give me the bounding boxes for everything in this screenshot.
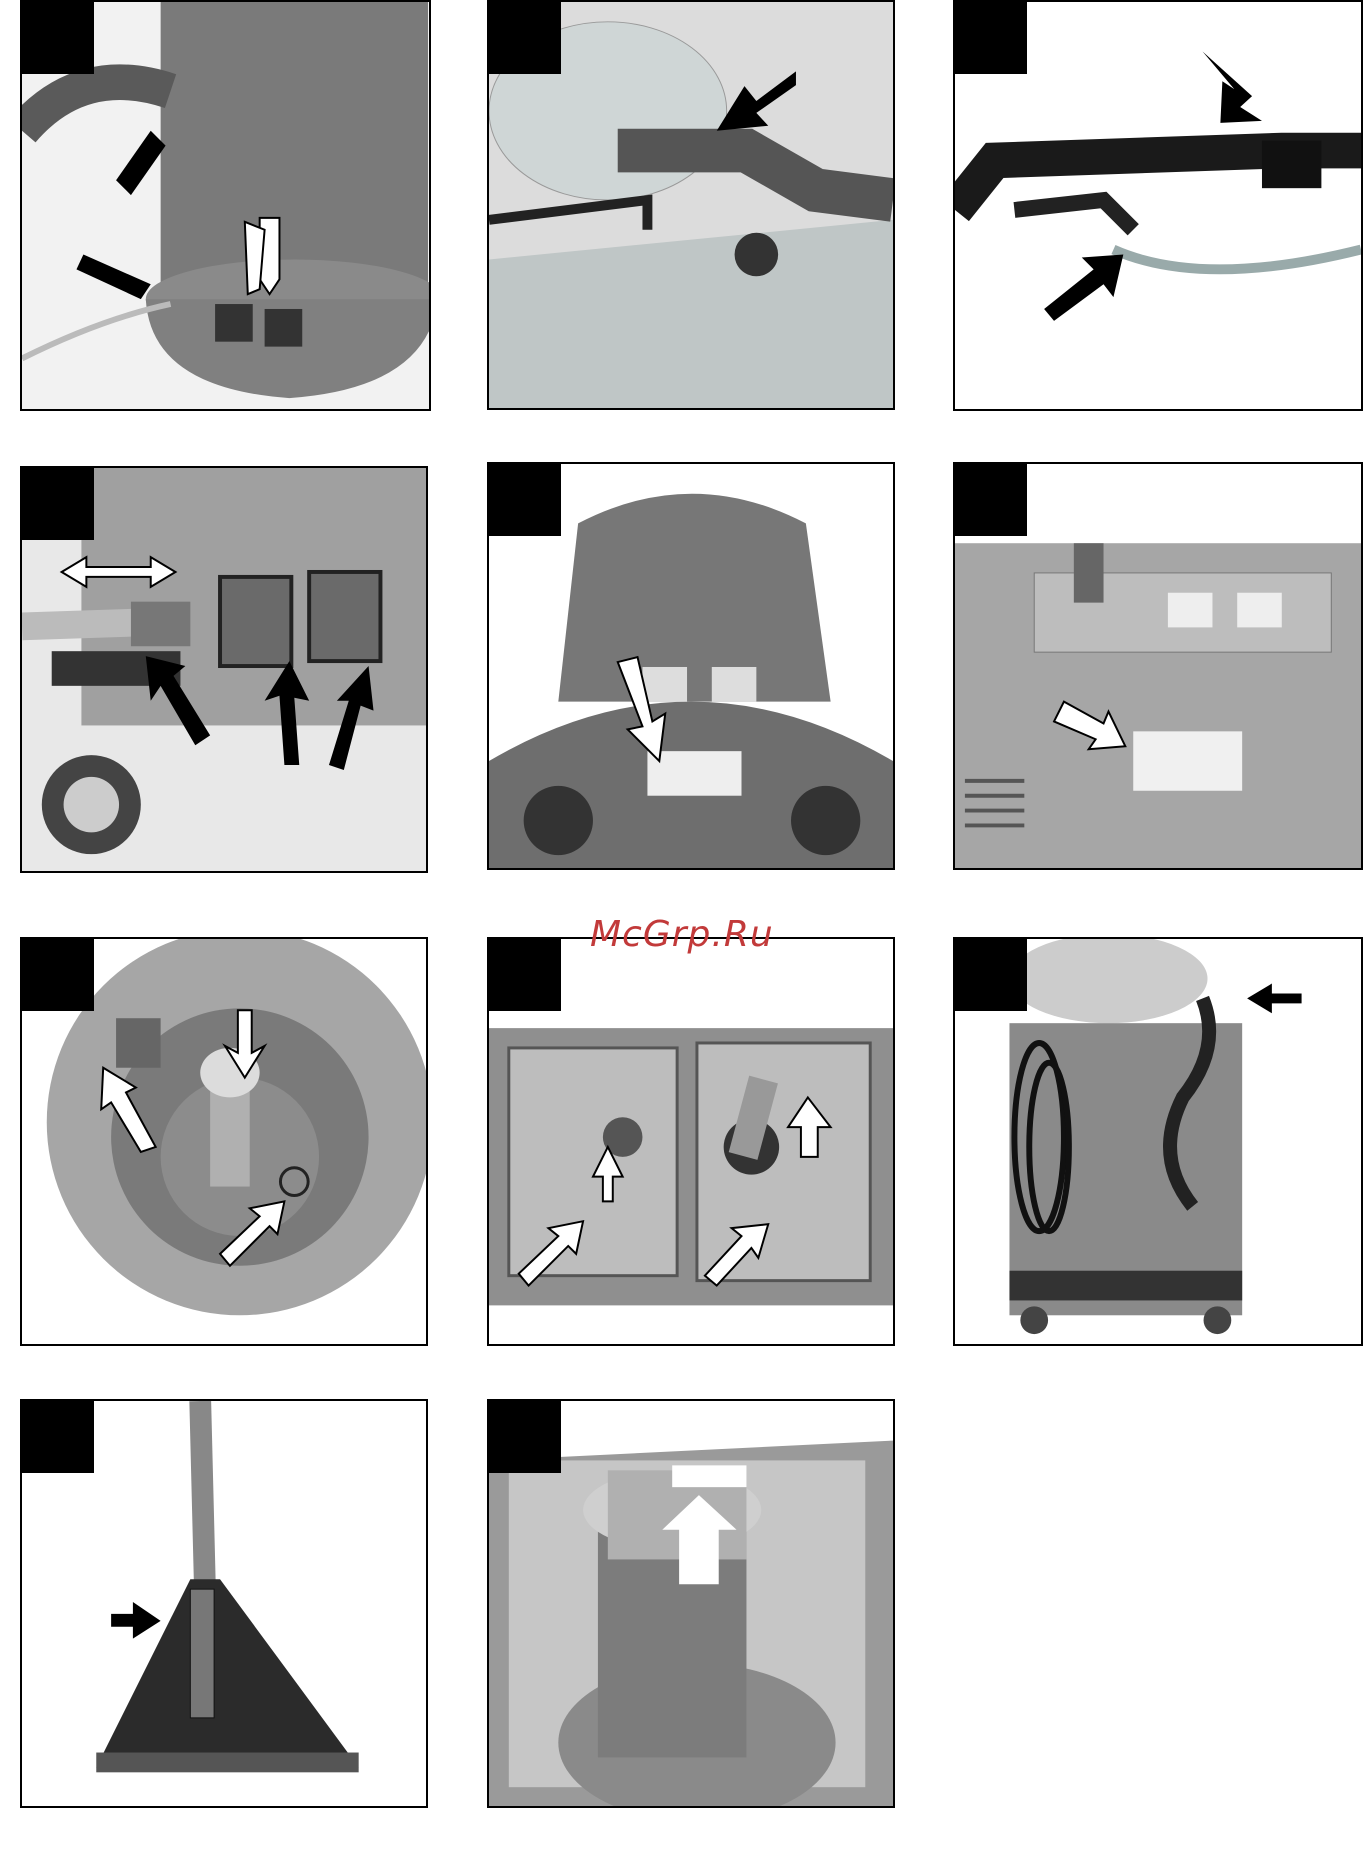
figure-number-box (489, 939, 561, 1011)
figure-4 (20, 466, 428, 873)
figure-10 (20, 1399, 428, 1808)
figure-6 (953, 462, 1363, 870)
figure-number-box (22, 1401, 94, 1473)
figure-5 (487, 462, 895, 870)
figure-number-box (489, 2, 561, 74)
figure-number-box (489, 1401, 561, 1473)
figure-number-box (955, 2, 1027, 74)
figure-number-box (22, 468, 94, 540)
figure-number-box (22, 939, 94, 1011)
figure-7 (20, 937, 428, 1346)
figure-8 (487, 937, 895, 1346)
figure-number-box (22, 2, 94, 74)
watermark-text: McGrp.Ru (590, 914, 774, 955)
figure-11 (487, 1399, 895, 1808)
figure-2 (487, 0, 895, 410)
figure-3 (953, 0, 1363, 411)
figure-1 (20, 0, 431, 411)
figure-number-box (955, 939, 1027, 1011)
figure-number-box (955, 464, 1027, 536)
figure-number-box (489, 464, 561, 536)
figure-9 (953, 937, 1363, 1346)
